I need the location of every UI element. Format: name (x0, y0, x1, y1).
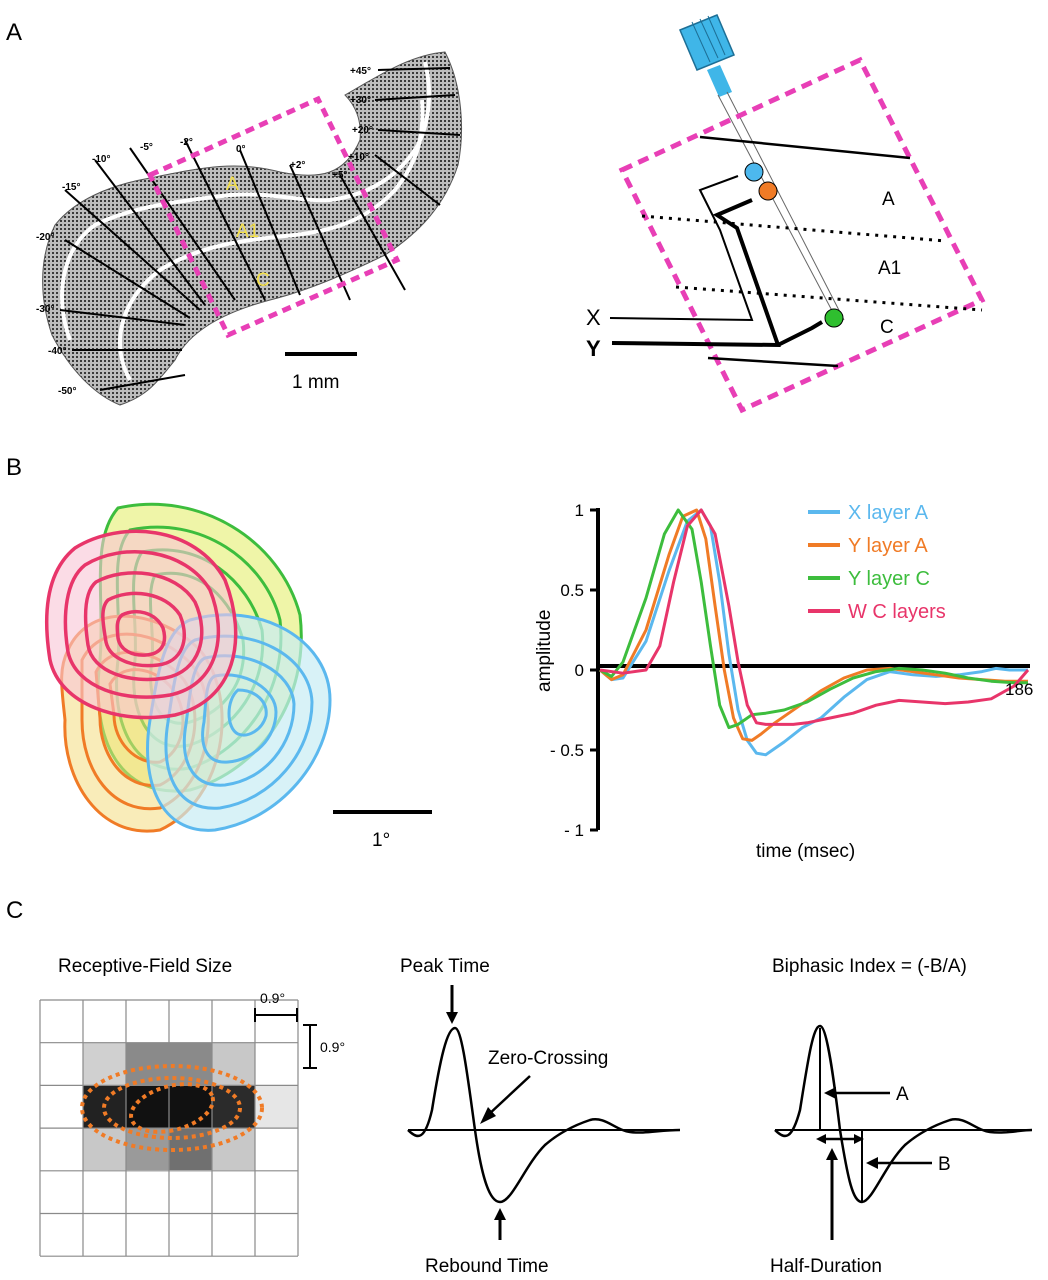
y-tick-label: 0 (575, 661, 584, 680)
x-cell-axon (609, 162, 764, 322)
y-cell-axons (611, 181, 844, 348)
b-arrow-head (866, 1157, 878, 1169)
layer-label-a: A (226, 174, 239, 195)
zero-crossing-arrow (486, 1075, 531, 1117)
panel-label-a: A (6, 19, 22, 46)
rebound-time-label: Rebound Time (425, 1256, 549, 1277)
azimuth-label: -50° (58, 386, 76, 397)
half-duration-arrow-head (854, 1134, 864, 1144)
schematic-region-box (618, 56, 986, 414)
biphasic-index-title: Biphasic Index = (-B/A) (772, 956, 967, 977)
legend-label: W C layers (848, 601, 946, 623)
iso-azimuth-lines (59, 67, 461, 391)
rf-contour-map (44, 502, 332, 833)
cell-label-y: Y (586, 336, 601, 361)
series-line-w-c-layers (599, 508, 1030, 726)
lgn-lamina-boundary-2 (118, 99, 425, 381)
azimuth-label: +20° (352, 125, 373, 136)
azimuth-label: +2° (290, 160, 305, 171)
series-line-y-layer-c (599, 508, 1028, 730)
azimuth-label: 0° (236, 144, 246, 155)
peak-time-title: Peak Time (400, 956, 490, 977)
recording-region-box (146, 95, 401, 339)
scale-bar-label: 1 mm (292, 372, 340, 393)
rf-grid (39, 999, 299, 1257)
series-line-y-layer-a (599, 508, 1028, 742)
azimuth-label: +45° (350, 66, 371, 77)
y-tick-label: 1 (575, 501, 584, 520)
azimuth-label: -30° (36, 304, 54, 315)
x-end-tick-label: 186 (1005, 680, 1033, 699)
y-ticks: 1 0.5 0 - 0.5 - 1 (550, 501, 598, 840)
y-tick-label: - 1 (564, 821, 584, 840)
grid-unit-v-label: 0.9° (320, 1039, 345, 1055)
y-tick-label: - 0.5 (550, 741, 584, 760)
peak-arrow-head (446, 1012, 458, 1024)
legend-label: X layer A (848, 502, 929, 524)
azimuth-label: -5° (140, 142, 153, 153)
rf-scale-label: 1° (372, 830, 390, 851)
rf-w-c-layers (44, 529, 238, 720)
azimuth-label: -20° (36, 232, 54, 243)
lgn-tissue (42, 51, 462, 406)
lgn-layer-labels: A A1 C (226, 174, 270, 291)
legend-label: Y layer C (848, 568, 930, 590)
rf-size-contours (80, 1064, 264, 1152)
lamina-boundary-a1-c (675, 285, 983, 312)
zero-crossing-label: Zero-Crossing (488, 1048, 608, 1069)
lamina-boundary-a-a1 (641, 214, 947, 243)
iso-azimuth-labels: -50° -40° -30° -20° -15° -10° -5° -2° 0°… (36, 66, 373, 397)
panel-label-c: C (6, 897, 23, 924)
legend-label: Y layer A (848, 535, 928, 557)
series-lines (599, 508, 1030, 757)
zero-crossing-arrow-head (480, 1107, 496, 1124)
a-arrow-head (824, 1087, 836, 1099)
x-axis-title: time (msec) (756, 841, 855, 862)
azimuth-label: +10° (348, 152, 369, 163)
y-axis-title: amplitude (534, 610, 555, 692)
half-duration-pointer-head (826, 1148, 838, 1160)
schematic-layer-c: C (880, 317, 894, 338)
schematic-layer-a1: A1 (878, 258, 901, 279)
rebound-arrow-head (494, 1208, 506, 1220)
layer-label-c: C (256, 270, 270, 291)
lgn-section (42, 51, 462, 406)
layer-label-a1: A1 (236, 221, 259, 242)
azimuth-label: -40° (48, 346, 66, 357)
b-label: B (938, 1154, 951, 1175)
half-duration-arrow-head (816, 1134, 826, 1144)
panel-label-b: B (6, 454, 22, 481)
grid-unit-h-label: 0.9° (260, 990, 285, 1006)
cell-label-x: X (586, 305, 601, 330)
a-label: A (896, 1084, 909, 1105)
schematic-top-line (699, 135, 911, 160)
schematic-bottom-line (707, 356, 839, 368)
rf-size-title: Receptive-Field Size (58, 956, 232, 977)
schematic-layer-a: A (882, 189, 895, 210)
azimuth-label: -10° (92, 154, 110, 165)
legend: X layer A Y layer A Y layer C W C layers (808, 502, 946, 623)
azimuth-label: -15° (62, 182, 80, 193)
impulse-response-chart: 10.50- 0.5- 1 186 time (msec) amplitude … (534, 501, 1033, 862)
diagram-waveform (407, 1026, 681, 1204)
biphasic-waveform (774, 1024, 1033, 1204)
y-tick-label: 0.5 (560, 581, 584, 600)
azimuth-label: +5° (332, 170, 347, 181)
azimuth-label: -2° (180, 137, 193, 148)
half-duration-label: Half-Duration (770, 1256, 882, 1277)
electrode (679, 14, 845, 323)
azimuth-label: +30° (350, 95, 371, 106)
